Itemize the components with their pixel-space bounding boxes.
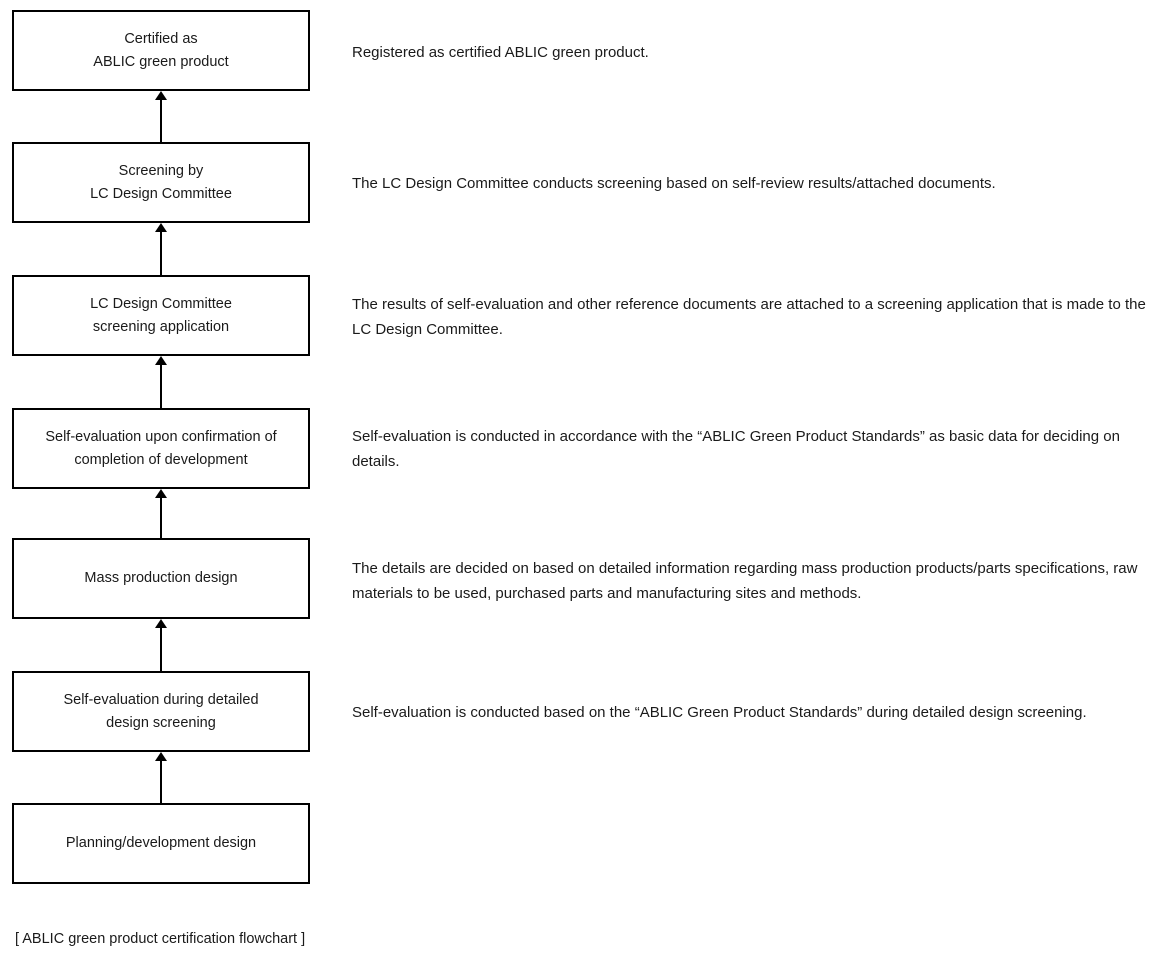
arrowhead-up-icon — [155, 752, 167, 761]
process-box-label: Self-evaluation upon confirmation of com… — [45, 429, 277, 468]
arrowhead-up-icon — [155, 91, 167, 100]
arrow-shaft — [160, 363, 162, 408]
process-box-mass-production-design: Mass production design — [12, 538, 310, 619]
process-box-planning-development-design: Planning/development design — [12, 803, 310, 884]
arrowhead-up-icon — [155, 619, 167, 628]
arrow-planning-to-detailed-design — [152, 752, 170, 803]
arrow-shaft — [160, 98, 162, 142]
arrow-application-to-screening — [152, 223, 170, 275]
description-certified: Registered as certified ABLIC green prod… — [352, 44, 649, 61]
description-screening-application: The results of self-evaluation and other… — [352, 296, 1146, 338]
arrow-completion-to-application — [152, 356, 170, 408]
process-box-self-evaluation-detailed-design: Self-evaluation during detailed design s… — [12, 671, 310, 752]
description-mass-production-design: The details are decided on based on deta… — [352, 560, 1138, 602]
arrow-screening-to-certified — [152, 91, 170, 142]
diagram-caption: [ ABLIC green product certification flow… — [15, 931, 306, 947]
process-box-label: Certified as ABLIC green product — [93, 31, 229, 70]
process-box-label: Mass production design — [84, 570, 238, 587]
arrowhead-up-icon — [155, 489, 167, 498]
process-box-label: Planning/development design — [65, 835, 257, 852]
arrow-detailed-design-to-mass-production — [152, 619, 170, 671]
process-box-label: Screening by LC Design Committee — [90, 163, 232, 202]
description-screening-by-committee: The LC Design Committee conducts screeni… — [352, 175, 996, 192]
process-box-screening-by-committee: Screening by LC Design Committee — [12, 142, 310, 223]
description-self-evaluation-detailed-design: Self-evaluation is conducted based on th… — [352, 704, 1087, 721]
process-box-label: LC Design Committee screening applicatio… — [90, 296, 232, 335]
arrow-shaft — [160, 626, 162, 671]
arrow-shaft — [160, 496, 162, 538]
arrowhead-up-icon — [155, 223, 167, 232]
process-box-label: Self-evaluation during detailed design s… — [63, 692, 259, 731]
process-box-self-evaluation-completion: Self-evaluation upon confirmation of com… — [12, 408, 310, 489]
arrow-shaft — [160, 230, 162, 275]
arrow-mass-production-to-completion — [152, 489, 170, 538]
process-box-certified: Certified as ABLIC green product — [12, 10, 310, 91]
process-box-screening-application: LC Design Committee screening applicatio… — [12, 275, 310, 356]
arrow-shaft — [160, 759, 162, 803]
arrowhead-up-icon — [155, 356, 167, 365]
description-self-evaluation-completion: Self-evaluation is conducted in accordan… — [352, 428, 1120, 470]
